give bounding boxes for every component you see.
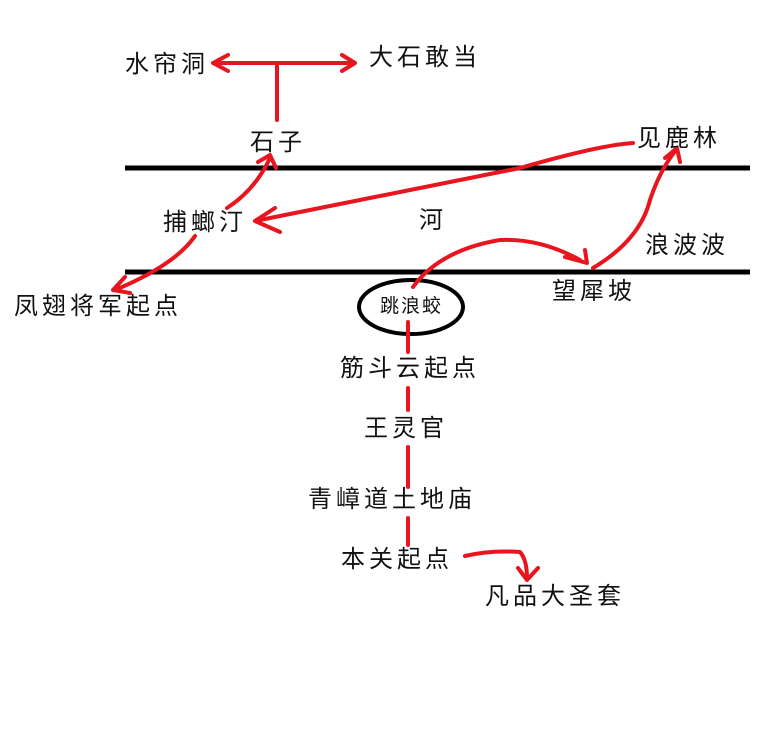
arrow-buladding-shizi xyxy=(225,153,278,210)
node-shizi: 石子 xyxy=(250,128,306,156)
node-jianlulin: 见鹿林 xyxy=(637,124,721,152)
node-wangxipo: 望犀坡 xyxy=(552,277,636,305)
arrow-benguan-fanpin xyxy=(463,549,540,582)
arrow-jianlulin-buladding xyxy=(253,141,635,234)
arrow-tiaolangjiao-wangxipo xyxy=(411,237,589,289)
node-wanglingguan: 王灵官 xyxy=(364,414,448,442)
node-langbobo: 浪波波 xyxy=(645,231,729,259)
node-tudimiao: 青嶂道土地庙 xyxy=(308,485,476,513)
node-jindouyun: 筋斗云起点 xyxy=(340,354,480,382)
node-dashigandang: 大石敢当 xyxy=(369,43,481,71)
arrow-wangxipo-jianlulin xyxy=(591,146,682,270)
arrow-junction-dashigandang xyxy=(275,53,357,73)
node-tiaolangjiao: 跳浪蛟 xyxy=(380,295,444,317)
node-buladding: 捕螂汀 xyxy=(163,208,247,236)
node-fengchi: 凤翅将军起点 xyxy=(14,292,182,320)
arrow-junction-shuiliandong xyxy=(211,53,279,73)
node-benguan: 本关起点 xyxy=(341,545,453,573)
node-river: 河 xyxy=(419,206,447,234)
node-fanpin: 凡品大圣套 xyxy=(485,582,625,610)
node-shuiliandong: 水帘洞 xyxy=(125,50,209,78)
arrow-buladding-fengchi xyxy=(111,234,197,295)
highlight-ellipse xyxy=(357,278,465,336)
